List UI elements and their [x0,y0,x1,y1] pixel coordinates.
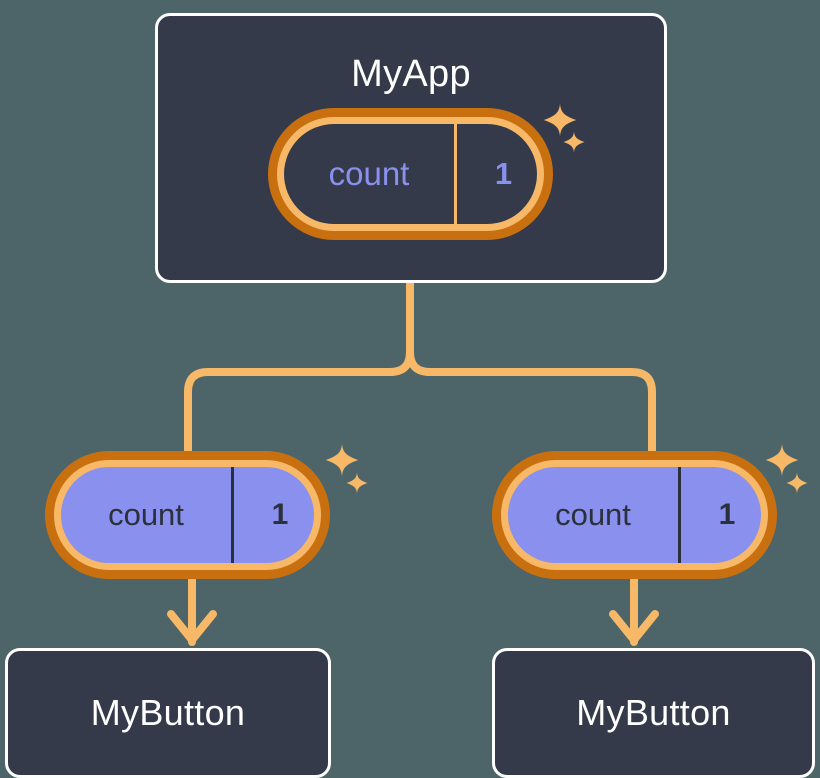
sparkle-large-icon [325,443,359,477]
state-pill-inner: count 1 [284,124,537,224]
sparkle-small-icon [346,472,368,494]
sparkle-large-icon [765,443,799,477]
arrow-head-left [167,610,217,644]
state-pill-right[interactable]: count 1 [492,451,777,579]
state-pill-value: 1 [454,124,537,224]
state-pill-myapp[interactable]: count 1 [268,108,553,240]
state-pill-key: count [555,497,631,532]
sparkle-small-icon [563,131,585,153]
state-pill-key: count [108,497,184,532]
state-pill-value: 1 [678,467,761,563]
card-mybutton-right[interactable]: MyButton [492,648,815,778]
sparkle-large-icon [543,103,577,137]
state-pill-left[interactable]: count 1 [45,451,330,579]
state-pill-key: count [328,155,410,192]
connector-right-branch [406,279,656,455]
arrow-head-right [609,610,659,644]
state-pill-inner: count 1 [508,467,761,563]
state-pill-body: count 1 [492,451,777,579]
state-pill-inner: count 1 [61,467,314,563]
card-mybutton-right-title: MyButton [576,692,731,733]
state-pill-value: 1 [231,467,314,563]
card-mybutton-left-title: MyButton [90,692,246,733]
state-pill-body: count 1 [45,451,330,579]
sparkle-small-icon [786,472,808,494]
card-myapp-title: MyApp [351,53,471,95]
state-pill-body: count 1 [268,108,553,240]
connector-left-branch [184,279,414,455]
card-mybutton-left[interactable]: MyButton [5,648,331,778]
